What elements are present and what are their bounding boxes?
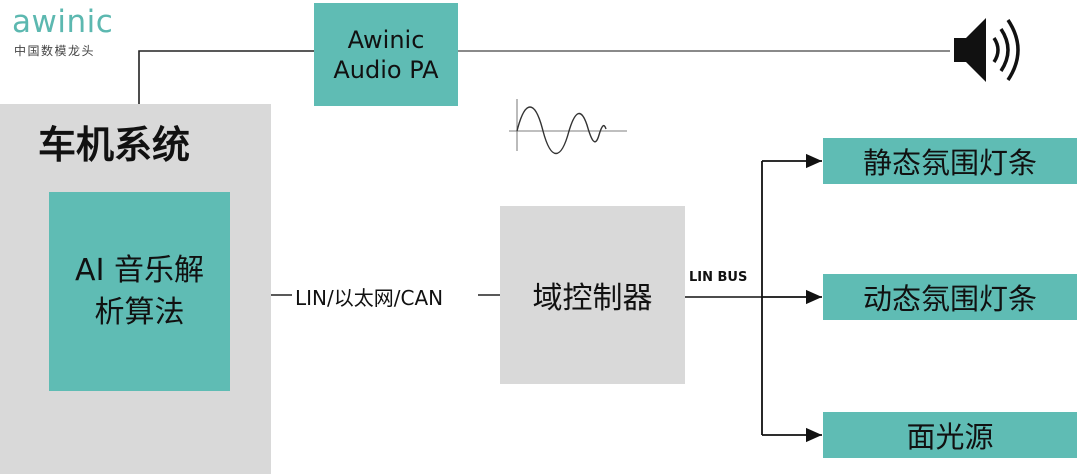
dynamic-ambient-light-label: 动态氛围灯条 <box>862 282 1037 316</box>
ai-algorithm-box: AI 音乐解 析算法 <box>49 192 230 391</box>
surface-light-label: 面光源 <box>906 420 994 454</box>
domain-controller-box: 域控制器 <box>500 206 685 384</box>
waveform-icon <box>509 99 627 154</box>
lin-bus-label: LIN BUS <box>689 270 748 285</box>
logo-wordmark: awinic <box>12 4 114 40</box>
wire-car-to-pa <box>138 50 314 104</box>
audio-pa-label-line2: Audio PA <box>333 55 439 84</box>
dynamic-ambient-light-box: 动态氛围灯条 <box>823 274 1077 320</box>
domain-controller-label: 域控制器 <box>532 281 653 316</box>
ai-algorithm-label-line1: AI 音乐解 <box>75 252 204 288</box>
logo-tagline: 中国数模龙头 <box>14 44 96 58</box>
audio-pa-label-line1: Awinic <box>347 25 425 54</box>
speaker-icon <box>954 18 1020 82</box>
surface-light-box: 面光源 <box>823 412 1077 458</box>
static-ambient-light-label: 静态氛围灯条 <box>862 146 1037 180</box>
ai-algorithm-label-line2: 析算法 <box>94 294 185 330</box>
audio-pa-box: Awinic Audio PA <box>314 3 458 106</box>
car-system-title: 车机系统 <box>38 123 191 167</box>
bus-label-lin-ethernet-can: LIN/以太网/CAN <box>292 282 447 311</box>
static-ambient-light-box: 静态氛围灯条 <box>823 138 1077 184</box>
